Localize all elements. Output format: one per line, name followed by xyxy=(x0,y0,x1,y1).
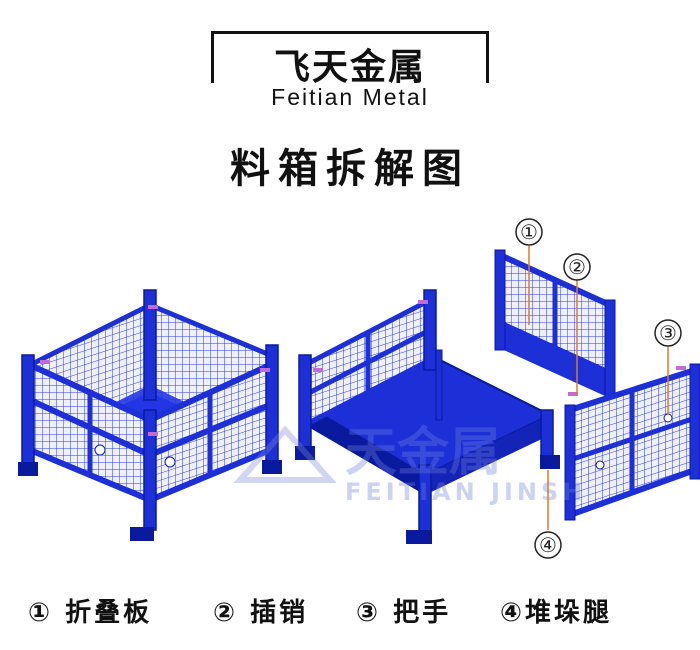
watermark-text-zh: 天金属 xyxy=(345,423,501,483)
folding-panel-lower xyxy=(564,363,700,521)
callout-2-label: ② xyxy=(568,255,586,279)
callout-4-label: ④ xyxy=(539,533,557,557)
partial-crate xyxy=(295,289,560,544)
callout-3: ③ xyxy=(654,319,682,347)
watermark-text-en: FEITIAN JINSH xyxy=(345,478,586,506)
logo-name-zh: 飞天金属 xyxy=(273,47,426,88)
assembled-crate xyxy=(18,289,282,541)
watermark: 天金属 FEITIAN JINSH xyxy=(233,423,586,506)
legend-item-stacking-leg: ④堆垛腿 xyxy=(500,598,613,628)
folding-panel-upper xyxy=(494,249,616,401)
callout-3-label: ③ xyxy=(659,321,677,345)
legend-item-pin: ② 插销 xyxy=(213,598,309,628)
callout-4: ④ xyxy=(534,531,562,559)
callout-2: ② xyxy=(563,253,591,281)
callout-1: ① xyxy=(515,218,543,246)
legend-item-handle: ③ 把手 xyxy=(356,598,452,628)
logo-name-en: Feitian Metal xyxy=(40,83,660,111)
legend-item-folding-panel: ① 折叠板 xyxy=(28,598,153,628)
callout-1-label: ① xyxy=(520,220,538,244)
legend: ① 折叠板 ② 插销 ③ 把手 ④堆垛腿 xyxy=(28,592,678,632)
page-title: 料箱拆解图 xyxy=(230,146,470,192)
